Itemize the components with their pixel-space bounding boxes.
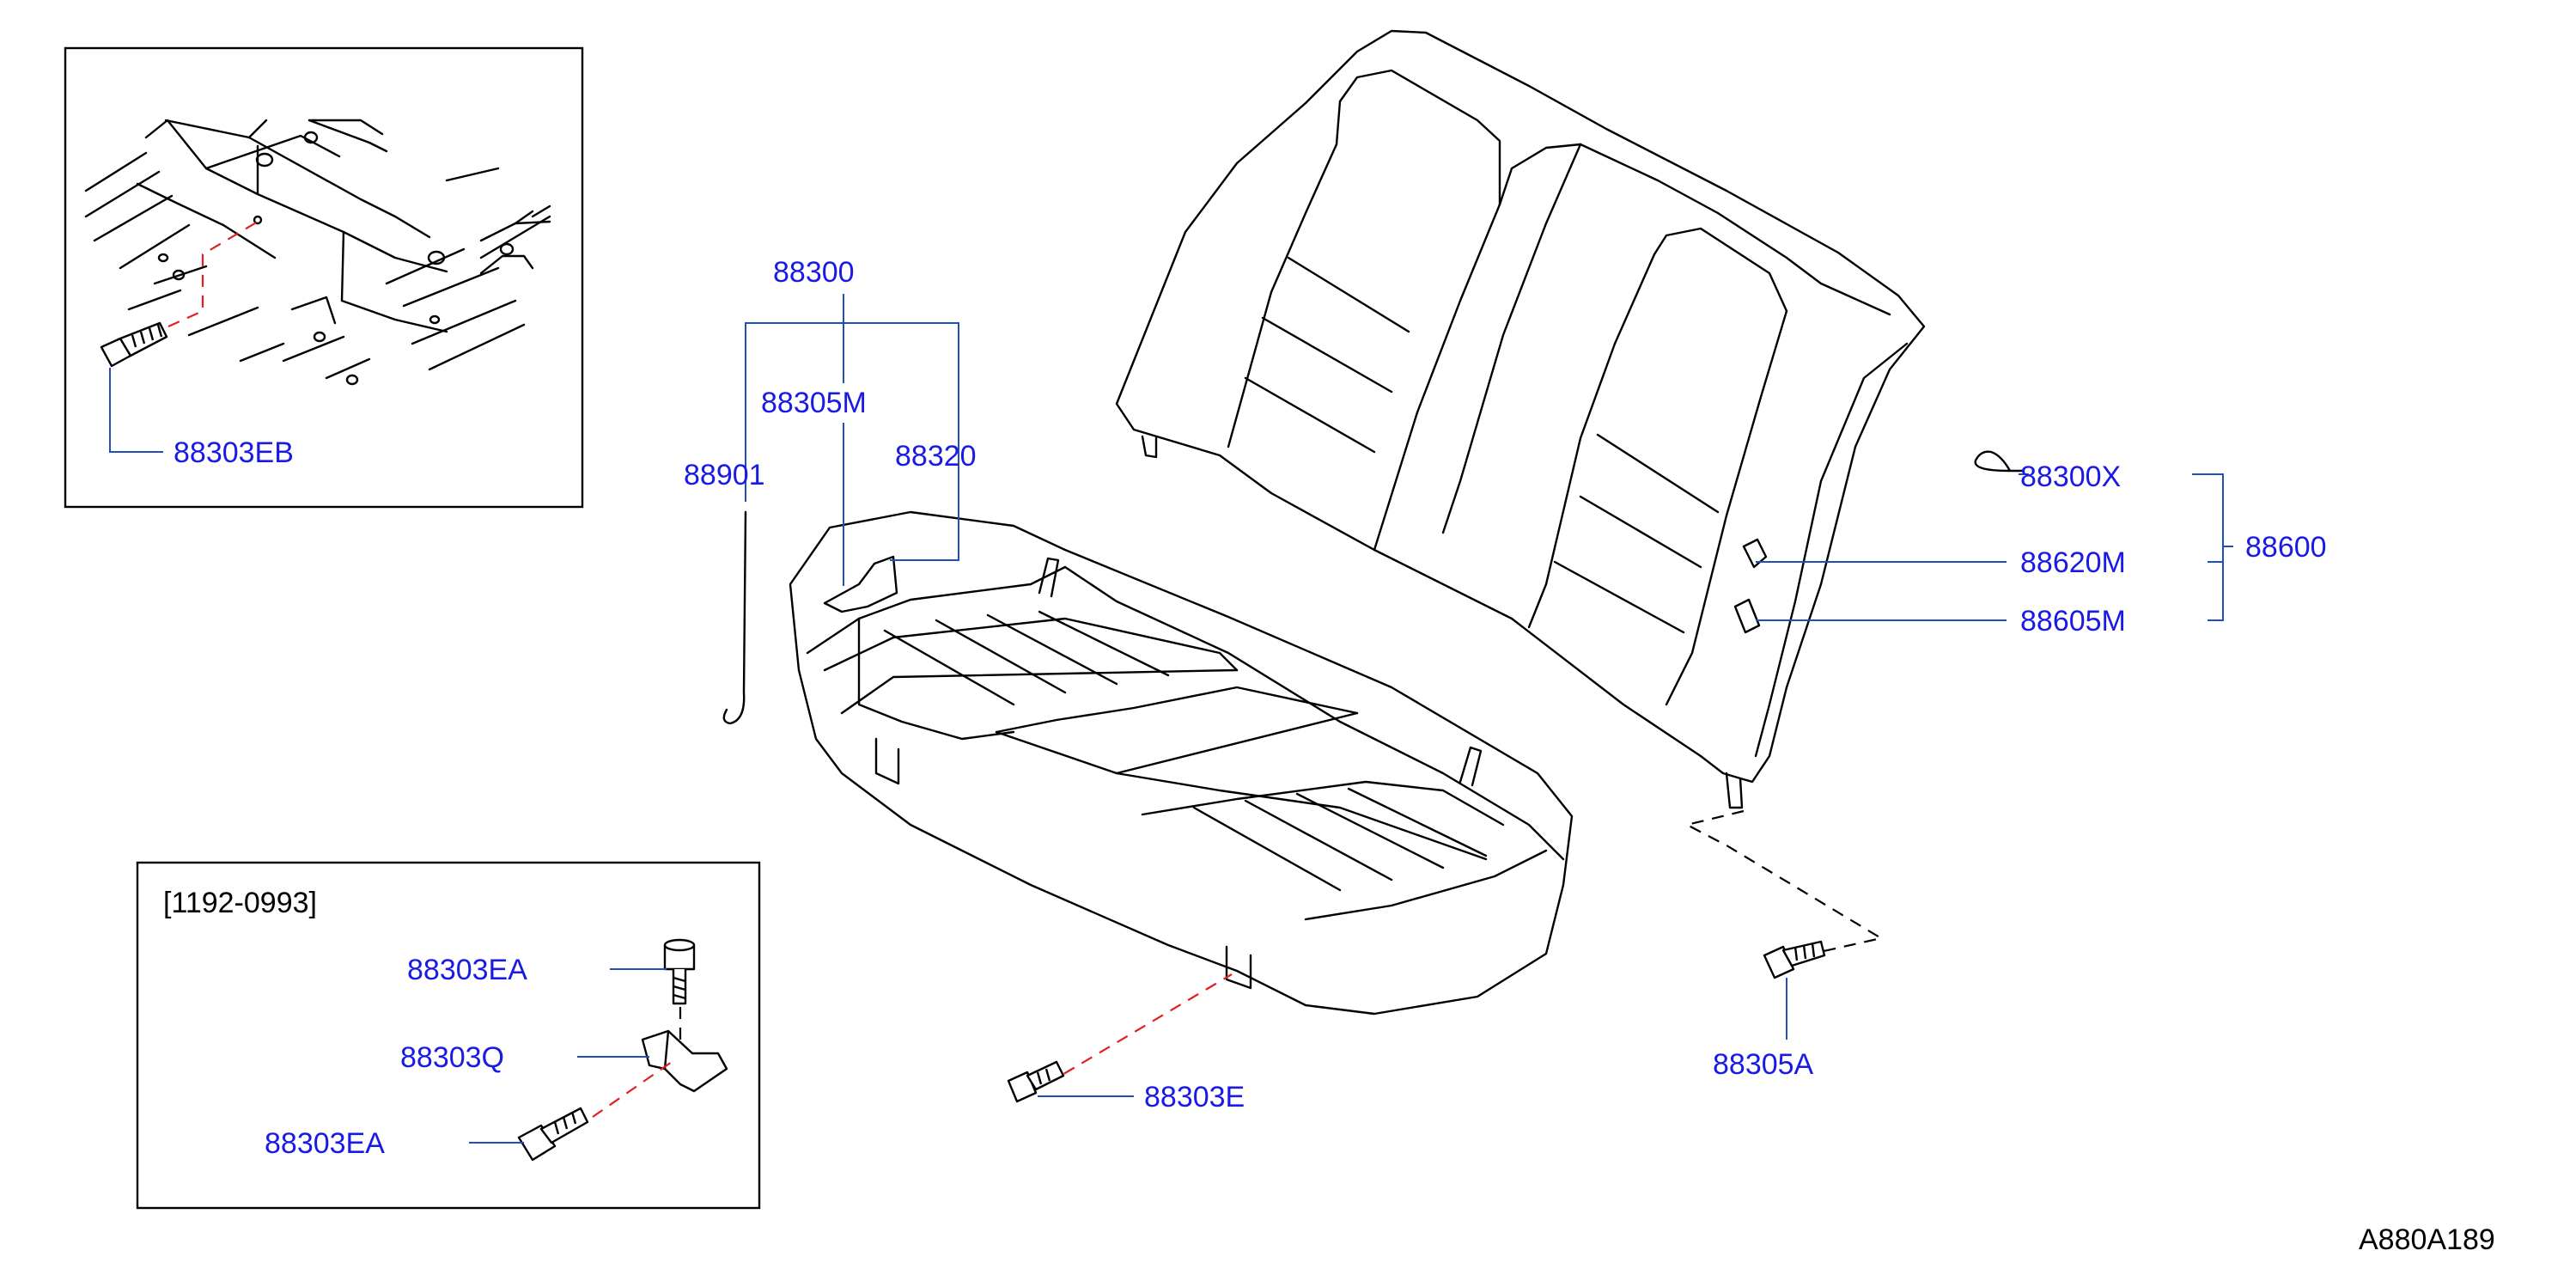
fastener-path-88303EA-bottom xyxy=(592,1061,673,1118)
leader-88303EB xyxy=(109,368,163,453)
part-label-88320: 88320 xyxy=(895,440,977,473)
bolt-icon-88303E xyxy=(1007,1060,1065,1103)
part-label-88303Q: 88303Q xyxy=(400,1041,504,1074)
part-label-88600: 88600 xyxy=(2245,531,2327,564)
bracket-icon-88303Q xyxy=(641,1029,728,1093)
bolt-icon-88303EB xyxy=(100,321,168,368)
inset-early-mount: [1192-0993] 88303EA 88303Q 88303EA xyxy=(136,861,761,1210)
leader-88300 xyxy=(745,294,959,561)
part-label-88300X: 88300X xyxy=(2020,461,2121,493)
bracket-88600 xyxy=(2192,473,2233,621)
fastener-path-88305A xyxy=(1684,809,1884,959)
part-label-88901: 88901 xyxy=(684,459,765,491)
fastener-path-88303EB xyxy=(167,221,259,328)
seat-back-drawing xyxy=(1115,29,1926,809)
inset-floor-mount: 88303EB xyxy=(64,46,584,509)
clip-icon-88300X xyxy=(1974,450,2025,473)
bolt-icon-88303EA-top xyxy=(663,938,696,1005)
inset-frame-bottom xyxy=(136,861,761,1210)
part-label-88620M: 88620M xyxy=(2020,546,2126,579)
part-label-88300: 88300 xyxy=(773,256,855,289)
part-label-88303EA-bottom: 88303EA xyxy=(265,1127,385,1160)
seat-cushion-drawing xyxy=(789,510,1574,1016)
part-label-88305M: 88305M xyxy=(761,387,867,419)
date-range-note: [1192-0993] xyxy=(163,887,317,919)
part-label-88605M: 88605M xyxy=(2020,605,2126,638)
part-label-88303EB: 88303EB xyxy=(174,436,294,469)
bolt-icon-88303EA-bottom xyxy=(517,1107,589,1162)
fastener-path-88303E xyxy=(1045,973,1233,1085)
part-label-88303EA-top: 88303EA xyxy=(407,954,527,986)
part-label-88303E: 88303E xyxy=(1144,1081,1245,1113)
part-label-88305A: 88305A xyxy=(1713,1048,1814,1081)
inset-frame-top xyxy=(64,46,584,509)
diagram-reference-code: A880A189 xyxy=(2359,1223,2495,1256)
floor-panel-drawing xyxy=(84,119,551,386)
wire-hook-icon-88901 xyxy=(722,510,747,725)
bolt-icon-88305A xyxy=(1763,940,1826,979)
